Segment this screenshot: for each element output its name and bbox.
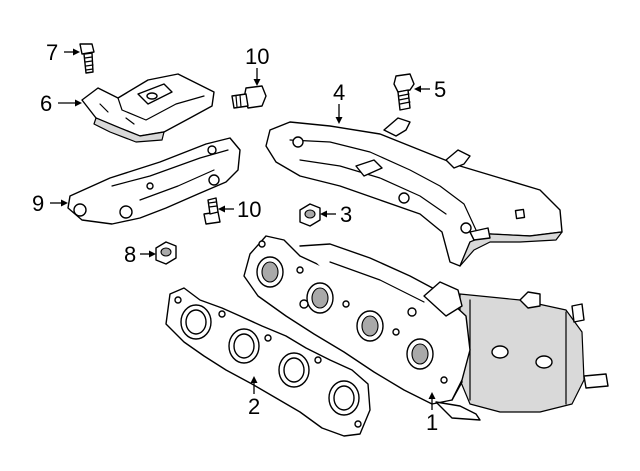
callout-1: 1: [426, 410, 438, 435]
part-1-exhaust-manifold: [243, 235, 609, 421]
callout-8: 8: [124, 242, 136, 267]
part-3-nut: [299, 203, 321, 227]
part-9-lower-heat-shield: [67, 137, 241, 225]
callout-10-lower: 10: [237, 197, 261, 222]
callout-5: 5: [434, 77, 446, 102]
part-10-bolt-lower: [203, 197, 221, 225]
callout-3: 3: [340, 202, 352, 227]
callout-4: 4: [333, 80, 345, 105]
callout-10-upper: 10: [245, 44, 269, 69]
callout-6: 6: [40, 91, 52, 116]
part-4-heat-shield: [265, 117, 563, 267]
callout-2: 2: [248, 394, 260, 419]
part-10-bolt-upper: [231, 85, 267, 109]
callout-9: 9: [32, 191, 44, 216]
part-6-heat-shield-bracket: [81, 73, 215, 143]
part-8-nut: [155, 241, 177, 265]
part-2-gasket: [165, 287, 371, 437]
part-7-bolt: [79, 43, 95, 74]
callout-7: 7: [46, 40, 58, 65]
part-5-bolt: [393, 73, 415, 111]
callout-arrows: [50, 48, 436, 410]
